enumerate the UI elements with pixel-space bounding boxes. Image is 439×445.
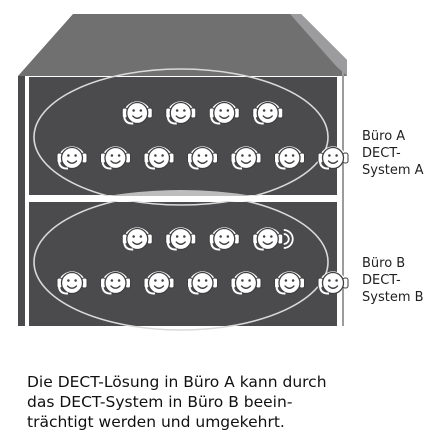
- headset-person-icon: [143, 146, 175, 170]
- headset-person-icon: [230, 146, 262, 170]
- headset-person-icon: [187, 146, 218, 170]
- headset-person-icon: [187, 271, 218, 295]
- headset-person-icon: [100, 146, 131, 170]
- building-wall: [18, 76, 25, 326]
- headset-person-icon: [121, 227, 153, 251]
- floor-b: [29, 202, 337, 326]
- office-label-b: Büro B DECT- System B: [362, 255, 424, 306]
- headset-person-icon: [121, 101, 153, 125]
- office-name: Büro A: [362, 129, 406, 144]
- building-diagram: [18, 14, 349, 331]
- roof-edge: [290, 14, 347, 76]
- people-layer: [56, 101, 349, 295]
- caption: Die DECT-Lösung in Büro A kann durch das…: [27, 372, 347, 432]
- roof: [18, 14, 347, 76]
- headset-person-icon: [317, 146, 349, 170]
- headset-person-icon: [230, 271, 262, 295]
- caption-line: Die DECT-Lösung in Büro A kann durch: [27, 373, 327, 391]
- headset-person-icon: [143, 271, 175, 295]
- system-label-line: DECT-: [362, 273, 401, 288]
- coverage-area-a: [33, 68, 329, 206]
- caption-line: das DECT-System in Büro B beein-: [27, 393, 293, 411]
- headset-person-icon: [274, 271, 305, 295]
- headset-person-icon: [274, 146, 305, 170]
- system-label-line: System B: [362, 290, 424, 305]
- headset-person-icon: [252, 101, 284, 125]
- floor-a: [29, 77, 337, 195]
- caption-line: trächtigt werden und umgekehrt.: [27, 413, 285, 431]
- headset-person-icon: [56, 271, 88, 295]
- headset-person-icon: [165, 101, 197, 125]
- headset-person-icon: [208, 101, 240, 125]
- office-label-a: Büro A DECT- System A: [362, 128, 424, 179]
- headset-person-icon: [165, 227, 197, 251]
- headset-person-icon: [252, 227, 284, 251]
- radio-waves-icon: [283, 229, 294, 249]
- headset-person-icon: [100, 271, 131, 295]
- system-label-line: System A: [362, 163, 424, 178]
- office-name: Büro B: [362, 256, 406, 271]
- headset-person-icon: [208, 227, 240, 251]
- headset-person-icon: [317, 271, 349, 295]
- headset-person-icon: [56, 146, 88, 170]
- system-label-line: DECT-: [362, 146, 401, 161]
